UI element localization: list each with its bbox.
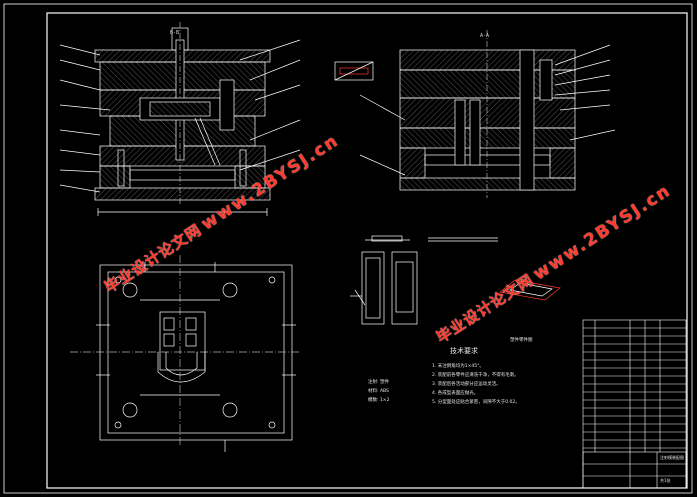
outer-frame (3, 3, 693, 494)
tech-note: 2. 装配前各零件应清洗干净，不得有毛刺。 (432, 373, 519, 378)
title-block-name: 注射模装配图 (660, 455, 684, 460)
inner-frame (46, 12, 688, 489)
part-drawing (350, 235, 561, 325)
tech-requirements-title: 技术要求 (450, 347, 478, 355)
section-view-left (59, 22, 301, 216)
spec-note: 注射: 塑件 (368, 380, 389, 385)
part-detail-top (334, 61, 374, 81)
section-label-top: B-B (170, 30, 180, 36)
title-block (582, 319, 687, 489)
tech-note: 3. 装配后各活动部分应运动灵活。 (432, 382, 501, 387)
spec-note: 模数: 1×2 (368, 398, 390, 403)
plan-view (70, 255, 300, 452)
tech-note: 1. 未注倒角均为1×45°。 (432, 364, 484, 369)
part-label: 塑件零件图 (510, 338, 533, 343)
spec-notes: 注射: 塑件 材料: ABS 模数: 1×2 (368, 378, 389, 405)
section-label-right: A-A (480, 33, 490, 39)
title-block-sheet: 共1张 (660, 478, 671, 483)
tech-note: 5. 分型面处应贴合紧密，间隙不大于0.02。 (432, 400, 520, 405)
tech-notes: 1. 未注倒角均为1×45°。 2. 装配前各零件应清洗干净，不得有毛刺。 3.… (432, 362, 520, 407)
spec-note: 材料: ABS (368, 389, 389, 394)
tech-note: 4. 各成型表面应抛光。 (432, 391, 479, 396)
section-view-right (359, 30, 616, 198)
